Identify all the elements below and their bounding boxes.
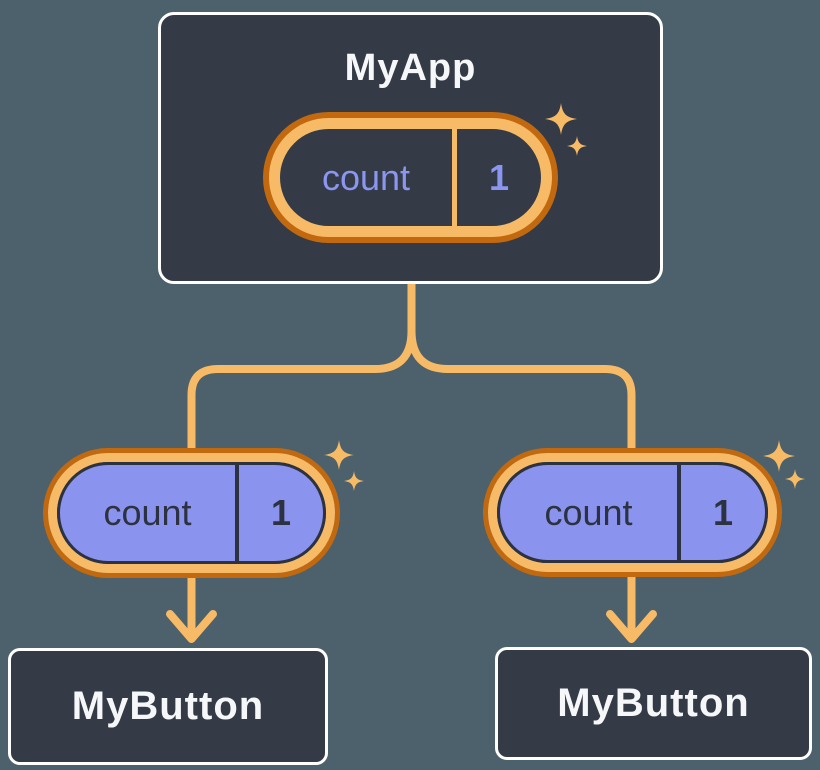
arrow-down-icon	[606, 610, 657, 643]
node-mybutton-left: MyButton	[8, 648, 328, 765]
node-title: MyButton	[557, 681, 750, 725]
node-mybutton-right: MyButton	[495, 647, 812, 760]
node-title: MyApp	[344, 47, 477, 89]
state-value: 1	[488, 156, 510, 198]
state-key: count	[544, 491, 633, 533]
sparkle-icon	[545, 103, 587, 156]
state-pill-right: count 1	[488, 453, 777, 572]
node-title: MyButton	[71, 684, 265, 728]
pill-divider	[677, 465, 681, 560]
pill-divider	[235, 465, 239, 561]
pill-divider	[452, 129, 457, 226]
arrow-down-icon	[166, 610, 217, 643]
state-value: 1	[712, 491, 734, 533]
sparkle-icon	[324, 440, 364, 491]
state-key: count	[321, 156, 411, 198]
state-pill-left: count 1	[48, 453, 335, 573]
connector-path-right	[407, 278, 636, 640]
sparkle-icon	[763, 440, 805, 489]
state-pill-root: count 1	[269, 118, 552, 237]
state-value: 1	[270, 492, 292, 533]
state-key: count	[103, 492, 192, 533]
